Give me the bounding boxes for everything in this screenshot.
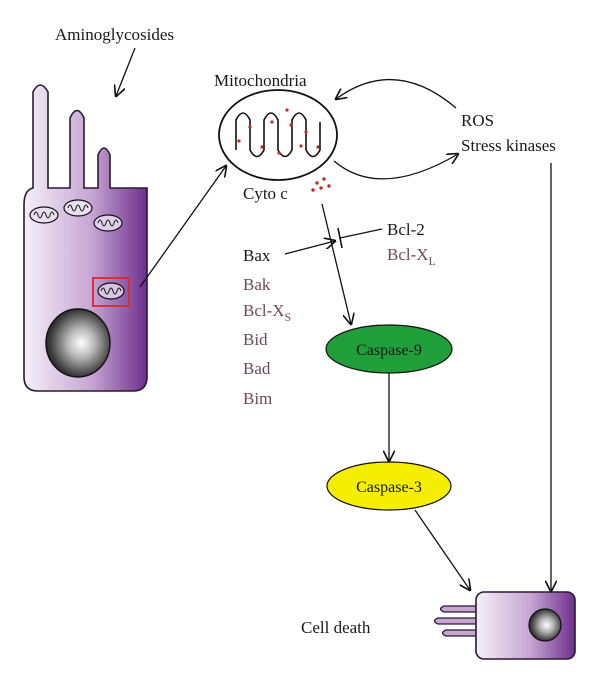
cell-death-label: Cell death	[301, 618, 371, 637]
cyto-c-released-dots	[311, 177, 331, 192]
mitochondrion-large	[218, 89, 338, 181]
cell-mitochondrion	[97, 282, 125, 300]
bcl2-label: Bcl-2	[387, 220, 425, 239]
bax-label: Bax	[243, 246, 271, 265]
mitochondrion-cristae	[235, 112, 321, 158]
pathway-arrows	[116, 47, 551, 591]
bclxs-label: Bcl-XS	[243, 301, 291, 324]
stress-kinases-label: Stress kinases	[461, 136, 556, 155]
bid-label: Bid	[243, 330, 268, 349]
arrow-bax-to-release	[284, 241, 335, 255]
arrow-ros-to-mito	[336, 79, 457, 109]
mitochondria-label: Mitochondria	[214, 71, 307, 90]
arrow-caspase3-to-death	[414, 509, 470, 590]
dying-cell-body	[475, 591, 576, 660]
aminoglycosides-label: Aminoglycosides	[55, 25, 174, 44]
cell-mitochondrion	[93, 214, 123, 232]
cell-nucleus	[45, 308, 111, 378]
cyto-c-particles	[237, 108, 320, 155]
bak-label: Bak	[243, 275, 271, 294]
caspase3-node	[326, 461, 452, 511]
dying-cell-processes	[433, 605, 476, 637]
arrow-aminoglycosides-to-cell	[116, 47, 136, 96]
cyto-c-label: Cyto c	[243, 184, 288, 203]
bclxl-label: Bcl-XL	[387, 245, 436, 268]
caspase3-label: Caspase-3	[356, 479, 422, 496]
bim-label: Bim	[243, 389, 272, 408]
hair-cell-body	[23, 84, 148, 392]
inhibit-bcl2-line	[339, 228, 383, 239]
arrow-cytoc-to-caspase9	[321, 203, 351, 324]
bad-label: Bad	[243, 359, 271, 378]
dying-cell-nucleus	[528, 608, 562, 642]
mitochondrion-highlight-box	[92, 277, 130, 307]
arrow-mito-to-ros	[333, 154, 458, 180]
dying-cell	[433, 591, 576, 660]
hair-cell	[23, 84, 148, 392]
arrow-cell-to-mitochondrion	[139, 166, 226, 288]
cell-mitochondrion	[63, 199, 93, 217]
inhibit-bar	[337, 227, 343, 249]
caspase9-node	[325, 324, 453, 374]
cell-mitochondrion	[29, 206, 59, 224]
ros-label: ROS	[461, 111, 494, 130]
caspase9-label: Caspase-9	[356, 342, 422, 359]
